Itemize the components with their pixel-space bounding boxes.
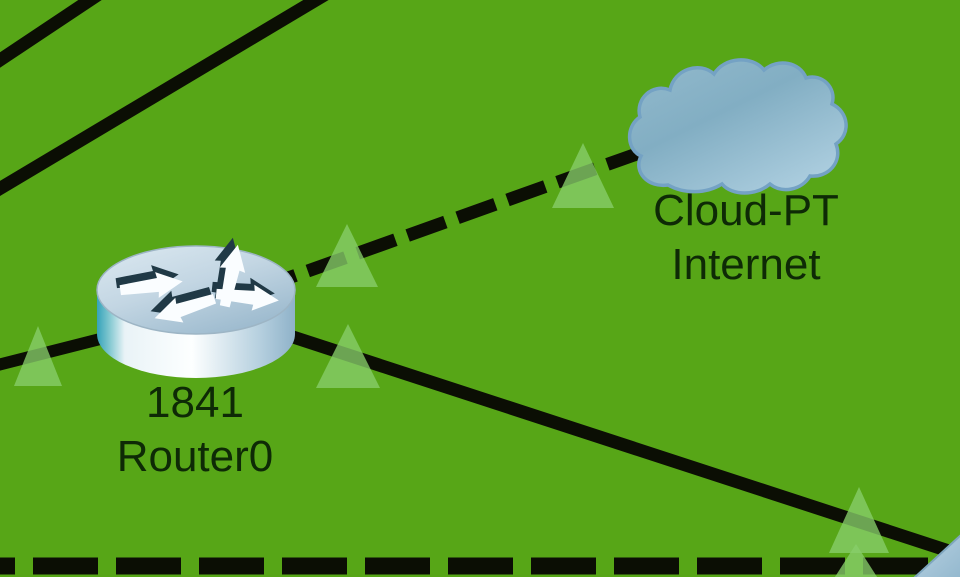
cloud-icon[interactable] (627, 58, 848, 195)
link-status-triangle (552, 143, 614, 208)
router-top-surface (96, 245, 296, 335)
cloud-model-label: Cloud-PT (653, 186, 839, 235)
link-status-triangle (834, 544, 878, 577)
link-router-bottom-right[interactable] (287, 329, 955, 559)
link-status-triangle (316, 224, 378, 287)
link-status-triangle (829, 487, 889, 553)
cloud-shape (627, 58, 848, 195)
partial-device-icon[interactable] (913, 534, 960, 577)
link-status-triangle (316, 324, 380, 388)
device-label-internet-cloud: Cloud-PT Internet (566, 184, 926, 292)
device-label-router0: 1841 Router0 (15, 376, 375, 484)
link-top-left-upper[interactable] (0, 0, 102, 68)
link-top-left-lower[interactable] (0, 0, 329, 196)
router-name-label: Router0 (116, 432, 274, 481)
router-model-label: 1841 (146, 378, 244, 427)
cloud-name-label: Internet (671, 240, 821, 289)
router-icon[interactable] (96, 235, 296, 378)
link-status-triangle (14, 326, 62, 386)
